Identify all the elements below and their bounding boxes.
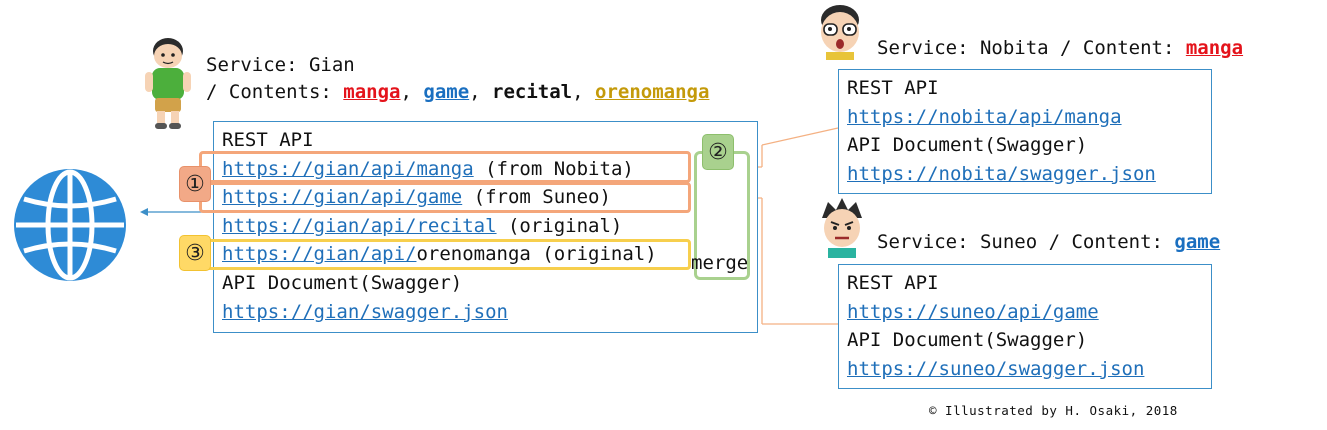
separator: , — [572, 81, 595, 103]
gian-api-row-recital: https://gian/api/recital (original) — [222, 212, 749, 241]
gian-rest-api-label: REST API — [222, 129, 314, 151]
gian-game-note: (from Suneo) — [462, 186, 611, 209]
nobita-content-manga: manga — [1185, 37, 1244, 59]
nobita-doc-label: API Document(Swagger) — [847, 134, 1088, 157]
gian-doc-label: API Document(Swagger) — [222, 271, 463, 294]
gian-recital-link[interactable]: https://gian/api/recital — [222, 214, 497, 237]
gian-title-line2: / Contents: manga, game, recital, orenom… — [206, 79, 709, 106]
nobita-manga-link[interactable]: https://nobita/api/manga — [847, 105, 1122, 128]
globe-icon — [14, 169, 126, 281]
suneo-swagger-link[interactable]: https://suneo/swagger.json — [847, 357, 1145, 380]
badge-two: ② — [702, 134, 734, 170]
suneo-doc-label: API Document(Swagger) — [847, 329, 1088, 352]
arrowhead — [140, 208, 148, 216]
nobita-title-prefix: Service: Nobita / Content: — [877, 37, 1186, 59]
highlight-manga-row — [199, 151, 691, 183]
badge-one: ① — [179, 166, 211, 202]
gian-recital-note: (original) — [496, 214, 623, 237]
separator: , — [400, 81, 424, 103]
gian-api-box: REST API https://gian/api/manga (from No… — [213, 121, 758, 333]
nobita-service-title: Service: Nobita / Content: manga — [877, 35, 1243, 62]
content-recital: recital — [492, 81, 573, 103]
content-orenomanga: orenomanga — [595, 81, 710, 103]
gian-manga-link[interactable]: https://gian/api/manga — [222, 157, 474, 180]
nobita-rest-api-label: REST API — [847, 77, 939, 99]
suneo-game-link[interactable]: https://suneo/api/game — [847, 300, 1099, 323]
gian-title-line1: Service: Gian — [206, 54, 355, 76]
gian-swagger-link[interactable]: https://gian/swagger.json — [222, 300, 508, 323]
gian-orenomanga-note: (original) — [530, 243, 657, 266]
suneo-api-box: REST API https://suneo/api/game API Docu… — [838, 264, 1212, 389]
highlight-orenomanga-row — [199, 239, 691, 270]
nobita-avatar-icon — [821, 5, 859, 60]
suneo-title-prefix: Service: Suneo / Content: — [877, 231, 1175, 253]
gian-contents-prefix: / Contents: — [206, 81, 344, 103]
highlight-game-row — [199, 182, 691, 213]
connector-nobita-h2 — [761, 127, 839, 146]
gian-api-row-orenomanga: https://gian/api/orenomanga (original) — [222, 240, 749, 269]
badge-three: ③ — [179, 235, 211, 271]
gian-orenomanga-tail: orenomanga — [416, 243, 531, 266]
gian-service-title: Service: Gian / Contents: manga, game, r… — [206, 52, 709, 106]
merge-label: merge — [691, 252, 749, 274]
suneo-content-game: game — [1174, 231, 1221, 253]
suneo-rest-api-label: REST API — [847, 272, 939, 294]
content-manga: manga — [343, 81, 401, 103]
suneo-service-title: Service: Suneo / Content: game — [877, 229, 1220, 256]
gian-orenomanga-link[interactable]: https://gian/api/ — [222, 243, 417, 266]
gian-manga-note: (from Nobita) — [473, 157, 634, 180]
nobita-api-box: REST API https://nobita/api/manga API Do… — [838, 69, 1212, 194]
nobita-swagger-link[interactable]: https://nobita/swagger.json — [847, 162, 1156, 185]
gian-api-row-manga: https://gian/api/manga (from Nobita) — [222, 155, 749, 184]
content-game: game — [423, 81, 470, 103]
copyright-text: © Illustrated by H. Osaki, 2018 — [929, 403, 1178, 418]
gian-avatar-icon — [145, 38, 191, 129]
suneo-avatar-icon — [822, 198, 862, 258]
gian-api-row-game: https://gian/api/game (from Suneo) — [222, 183, 749, 212]
separator: , — [469, 81, 493, 103]
gian-game-link[interactable]: https://gian/api/game — [222, 186, 463, 209]
